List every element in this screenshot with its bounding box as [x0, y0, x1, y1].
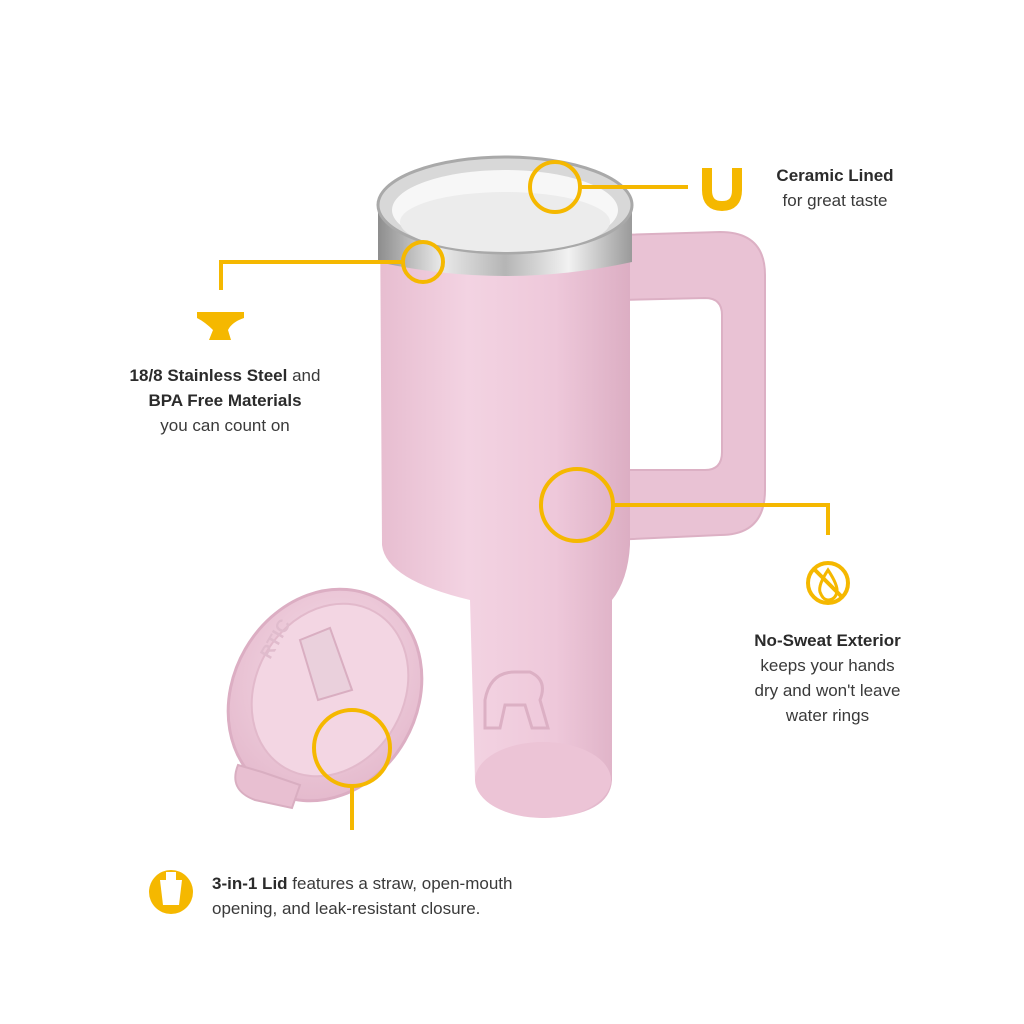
lid-desc-1: features a straw, open-mouth: [287, 874, 513, 893]
tumbler-handle: [609, 230, 766, 542]
steel-callout-line: [219, 260, 403, 290]
lid-title: 3-in-1 Lid: [212, 874, 288, 893]
steel-title: 18/8 Stainless Steel: [129, 366, 288, 385]
u-shape-icon: [702, 168, 742, 212]
ceramic-lined-callout: Ceramic Lined for great taste: [755, 163, 915, 213]
tumbler-body: [380, 210, 630, 818]
no-sweat-callout: No-Sweat Exterior keeps your hands dry a…: [715, 628, 940, 728]
steel-desc: you can count on: [160, 416, 290, 435]
ceramic-desc: for great taste: [782, 191, 888, 210]
ceramic-title: Ceramic Lined: [776, 166, 894, 185]
stainless-steel-callout: 18/8 Stainless Steel and BPA Free Materi…: [80, 363, 370, 438]
lid-desc-2: opening, and leak-resistant closure.: [212, 899, 481, 918]
steel-rim: [376, 155, 634, 276]
anvil-icon: [197, 312, 244, 340]
sweat-desc-3: water rings: [785, 706, 870, 725]
sweat-callout-line: [613, 503, 830, 535]
steel-and: and: [287, 366, 321, 385]
no-sweat-drop-icon: [806, 561, 850, 605]
callout-lines: [219, 160, 830, 830]
sweat-title: No-Sweat Exterior: [754, 631, 901, 650]
lid-callout: 3-in-1 Lid features a straw, open-mouth …: [212, 871, 592, 921]
sweat-desc-1: keeps your hands: [760, 656, 895, 675]
lid-cup-icon: [149, 870, 193, 914]
sweat-desc-2: dry and won't leave: [754, 681, 901, 700]
bpa-title: BPA Free Materials: [148, 391, 302, 410]
tumbler-lid: RTIC: [226, 587, 424, 810]
